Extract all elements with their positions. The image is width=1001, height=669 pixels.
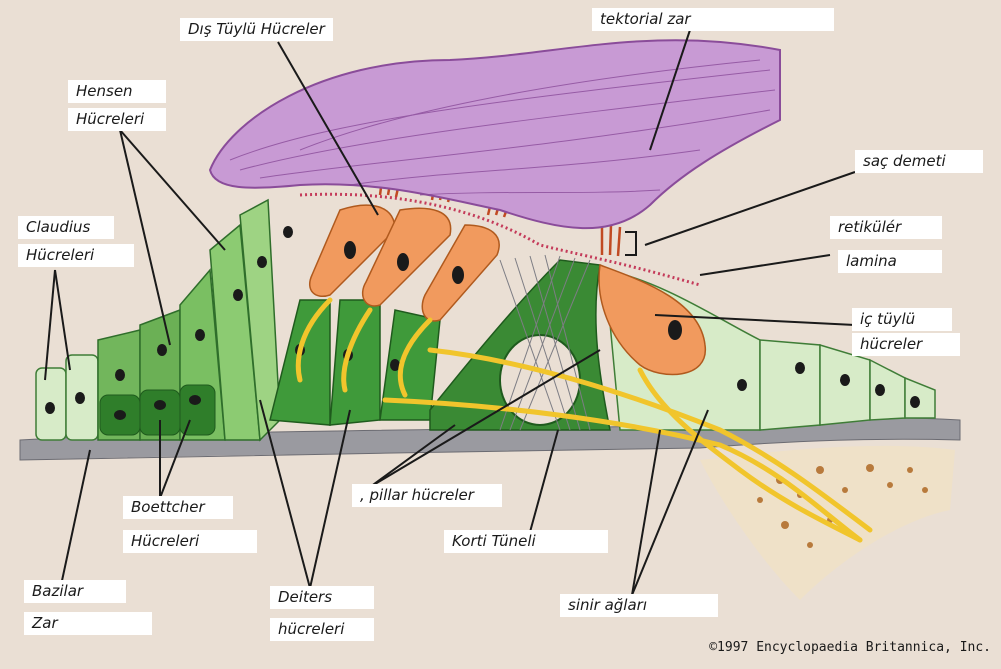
label-deiters-1: Deiters — [270, 586, 374, 609]
label-boettcher-2: Hücreleri — [123, 530, 257, 553]
label-bazilar-2: Zar — [24, 612, 152, 635]
label-claudius-2: Hücreleri — [18, 244, 134, 267]
copyright-notice: ©1997 Encyclopaedia Britannica, Inc. — [709, 640, 991, 655]
label-sac-demeti: saç demeti — [855, 150, 983, 173]
deiters-cells — [270, 300, 440, 425]
label-deiters-2: hücreleri — [270, 618, 374, 641]
label-pillar-hucreler: , pillar hücreler — [352, 484, 502, 507]
label-ic-tuylu-1: iç tüylü — [852, 308, 952, 331]
label-retikuler-1: retikülér — [830, 216, 942, 239]
tectorial-membrane — [210, 40, 780, 228]
label-korti-tuneli: Korti Tüneli — [444, 530, 608, 553]
label-sinir-aglari: sinir ağları — [560, 594, 718, 617]
label-ic-tuylu-2: hücreler — [852, 333, 960, 356]
label-claudius-1: Claudius — [18, 216, 114, 239]
label-bazilar-1: Bazilar — [24, 580, 126, 603]
label-boettcher-1: Boettcher — [123, 496, 233, 519]
label-dis-tuylu-hucreler: Dış Tüylü Hücreler — [180, 18, 333, 41]
label-retikuler-2: lamina — [838, 250, 942, 273]
label-hensen-1: Hensen — [68, 80, 166, 103]
label-hensen-2: Hücreleri — [68, 108, 166, 131]
label-tektorial-zar: tektorial zar — [592, 8, 834, 31]
